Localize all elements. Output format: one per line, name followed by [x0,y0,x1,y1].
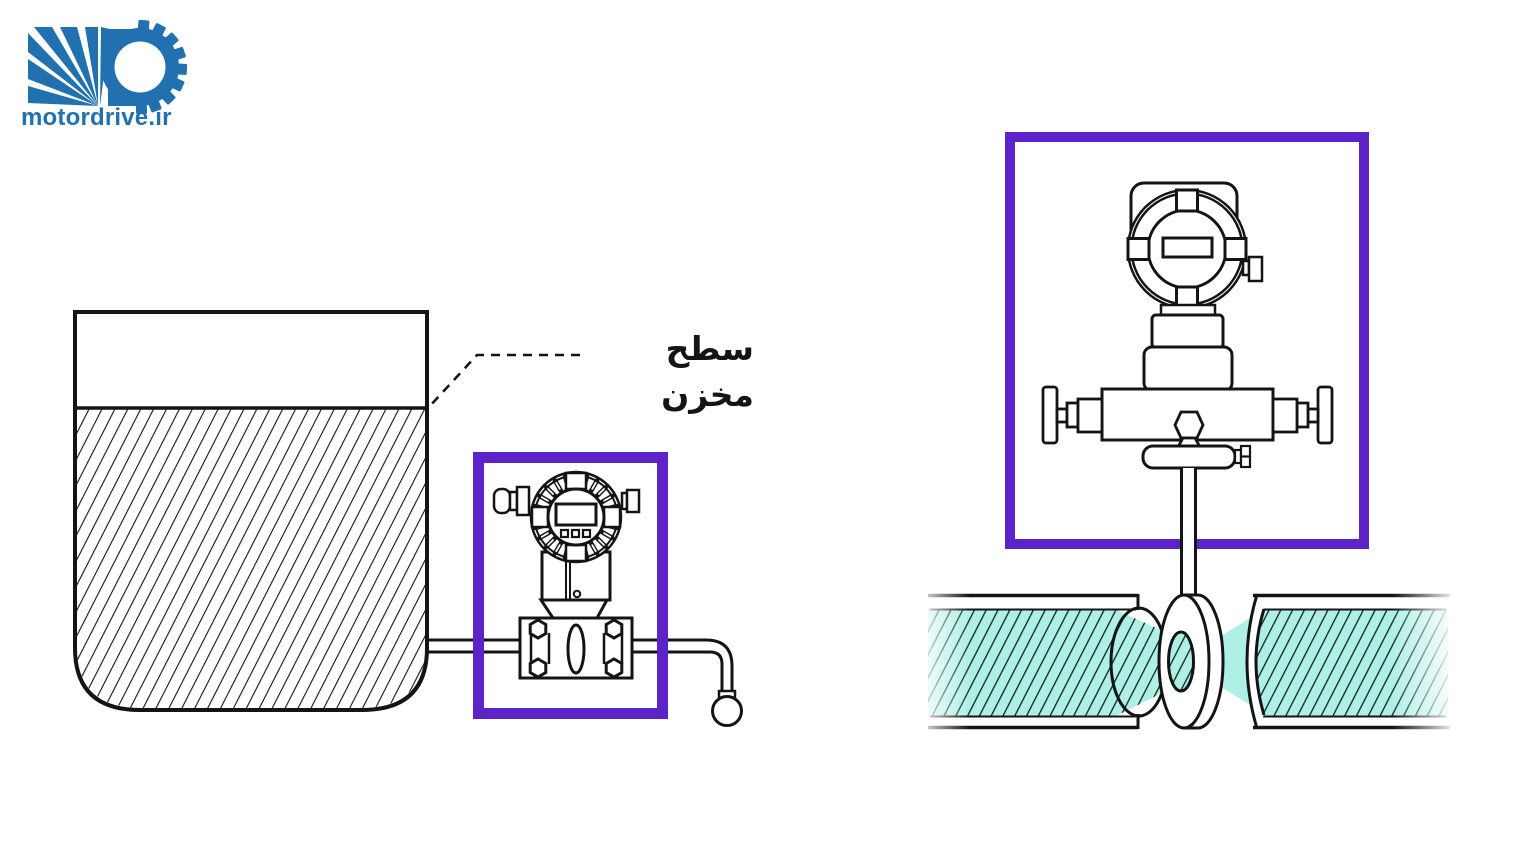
flow-cone-converging [1114,609,1170,717]
level-leader-line [428,353,580,408]
flange-bolt [528,618,548,640]
pipe-bell-inner [1254,608,1266,716]
fluid-left [928,609,1114,717]
tank-liquid [77,408,425,708]
dp-capsule-flange [518,616,634,680]
transmitter-head [1126,188,1264,310]
flange-bolt [528,657,548,679]
manifold-valve-handle-left [1041,385,1104,445]
head-button [559,528,570,539]
flow-cone-diverging [1197,613,1258,710]
lcd-display [554,502,598,527]
three-valve-manifold [1041,385,1334,470]
pipe-walls [928,593,1450,730]
process-pipe [928,593,1450,730]
neck-bracket [538,598,610,620]
head-button [570,528,581,539]
cable-gland [492,485,531,517]
neck-screw [572,589,582,599]
transmitter-head [492,470,641,564]
orifice-bore [1167,630,1195,693]
storage-tank [73,310,429,712]
side-connector [620,488,641,514]
flange-bolt [604,657,624,679]
manifold-valve-handle-right [1271,385,1334,445]
fluid-right [1256,609,1448,717]
flange-bolt [604,618,624,640]
tank-level-label: سطح مخزن [661,329,754,414]
impulse-pipe-right [632,638,743,727]
drain-ball [711,695,743,727]
capsule-oval [566,623,586,675]
side-connector [1241,255,1264,283]
tank-outline [73,310,429,712]
orifice-plate [1157,593,1225,730]
dp-flow-transmitter [1041,181,1334,470]
transmitter-body [1142,303,1234,393]
logo-fan-m [28,27,110,106]
dp-level-transmitter [492,470,641,680]
logo-text: motordrive.ir [21,104,172,131]
transmitter-stem [1180,468,1197,600]
left-highlight-box [473,452,668,719]
lcd-display [1161,236,1214,259]
pipe-bell-outer [1245,594,1259,729]
motordrive-fan-gear-logo [28,19,188,115]
head-button [581,528,592,539]
lower-valve-bar [1141,444,1252,470]
logo-gear-d [101,19,188,115]
